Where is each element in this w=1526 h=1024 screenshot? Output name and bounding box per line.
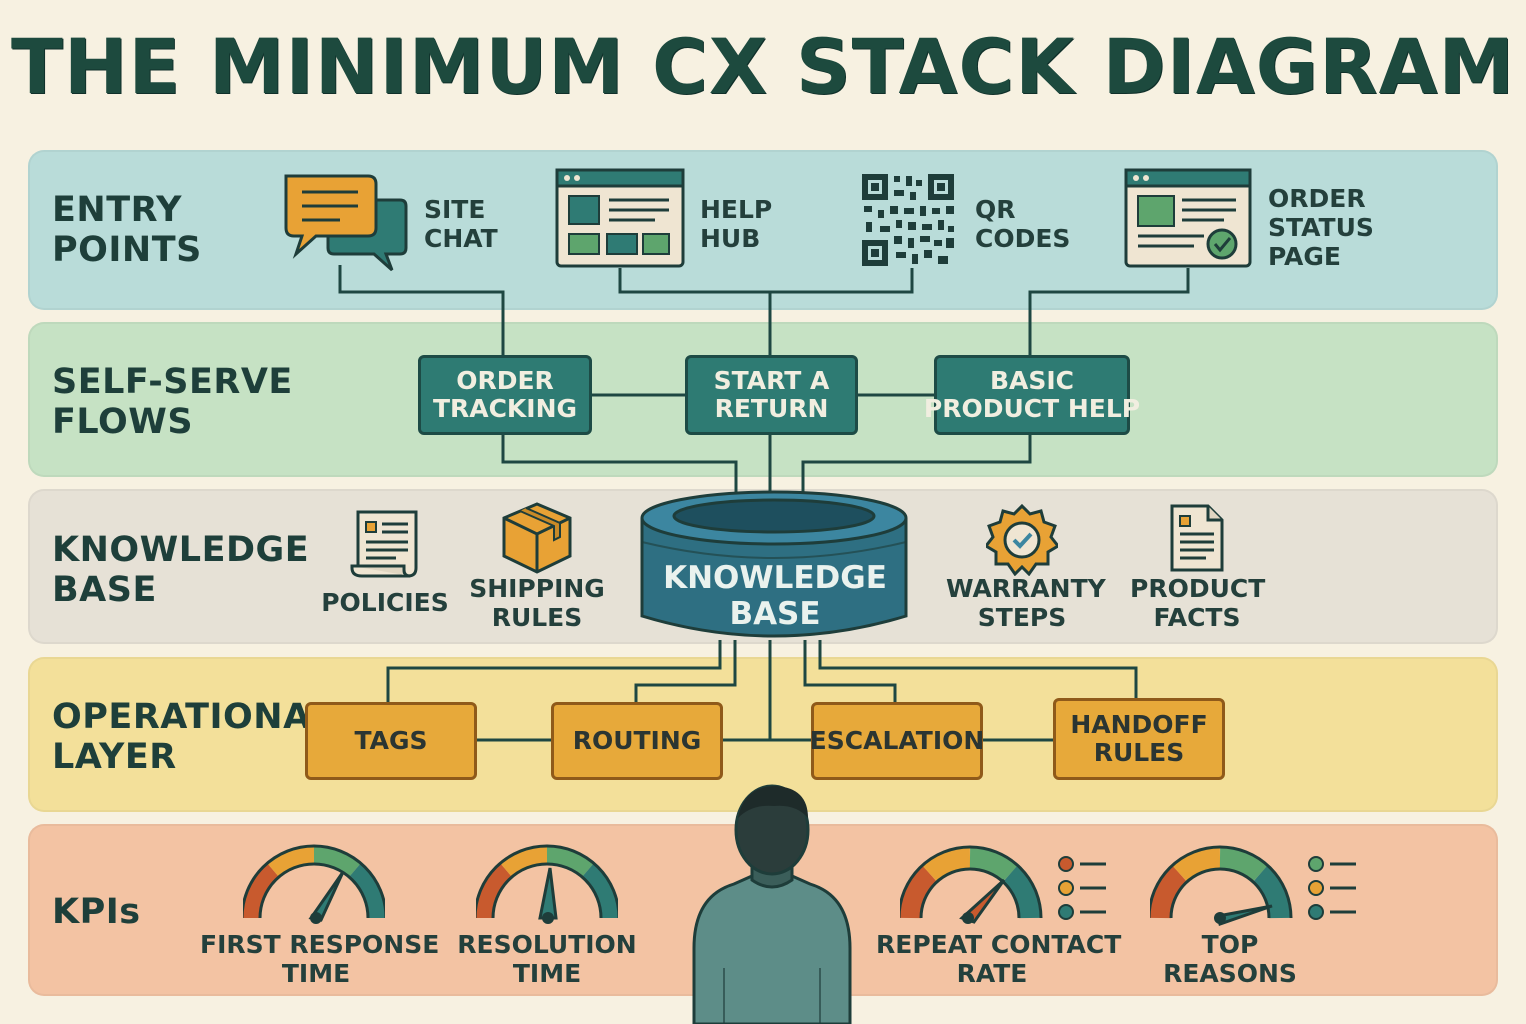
qr-code-icon: [860, 172, 956, 268]
self-serve-label: SELF-SERVE FLOWS: [52, 362, 293, 442]
shipping-rules-label: SHIPPING RULES: [469, 574, 605, 632]
operational-layer-label: OPERATIONAL LAYER: [52, 697, 334, 777]
first-response-time-label: FIRST RESPONSE TIME: [200, 930, 440, 988]
gauge-list-icon: [1150, 845, 1356, 926]
gauge-icon: [243, 844, 385, 924]
document-icon: [1170, 504, 1224, 572]
order-status-window-icon: [1124, 168, 1252, 268]
policies-label: POLICIES: [321, 588, 449, 617]
gauge-list-icon: [900, 845, 1106, 924]
basic-product-help-box: BASIC PRODUCT HELP: [924, 355, 1140, 435]
gauge-icon: [476, 844, 618, 924]
package-box-icon: [502, 502, 572, 574]
tags-box: TAGS: [305, 702, 477, 780]
browser-window-icon: [555, 168, 685, 268]
page-title: THE MINIMUM CX STACK DIAGRAM: [10, 22, 1516, 111]
chat-bubbles-icon: [284, 174, 408, 272]
order-tracking-box: ORDER TRACKING: [418, 355, 592, 435]
warranty-badge-icon: [986, 504, 1058, 576]
knowledge-base-label: KNOWLEDGE BASE: [52, 530, 310, 610]
site-chat-label: SITE CHAT: [424, 195, 498, 253]
qr-codes-label: QR CODES: [975, 195, 1071, 253]
handoff-rules-box: HANDOFF RULES: [1053, 698, 1225, 780]
kpis-label: KPIs: [52, 892, 141, 932]
order-status-page-label: ORDER STATUS PAGE: [1268, 184, 1374, 271]
knowledge-base-center-label: KNOWLEDGE BASE: [663, 560, 887, 632]
entry-points-label: ENTRY POINTS: [52, 190, 202, 270]
help-hub-label: HELP HUB: [700, 195, 773, 253]
escalation-box: ESCALATION: [810, 702, 984, 780]
person-silhouette: [692, 784, 852, 1024]
routing-box: ROUTING: [551, 702, 723, 780]
resolution-time-label: RESOLUTION TIME: [457, 930, 637, 988]
knowledge-base-database: [640, 490, 908, 638]
product-facts-label: PRODUCT FACTS: [1130, 574, 1266, 632]
start-a-return-box: START A RETURN: [685, 355, 858, 435]
scroll-document-icon: [350, 510, 418, 578]
warranty-steps-label: WARRANTY STEPS: [946, 574, 1106, 632]
repeat-contact-rate-label: REPEAT CONTACT RATE: [876, 930, 1122, 988]
entry-points-band: [28, 150, 1498, 310]
top-reasons-label: TOP REASONS: [1163, 930, 1297, 988]
